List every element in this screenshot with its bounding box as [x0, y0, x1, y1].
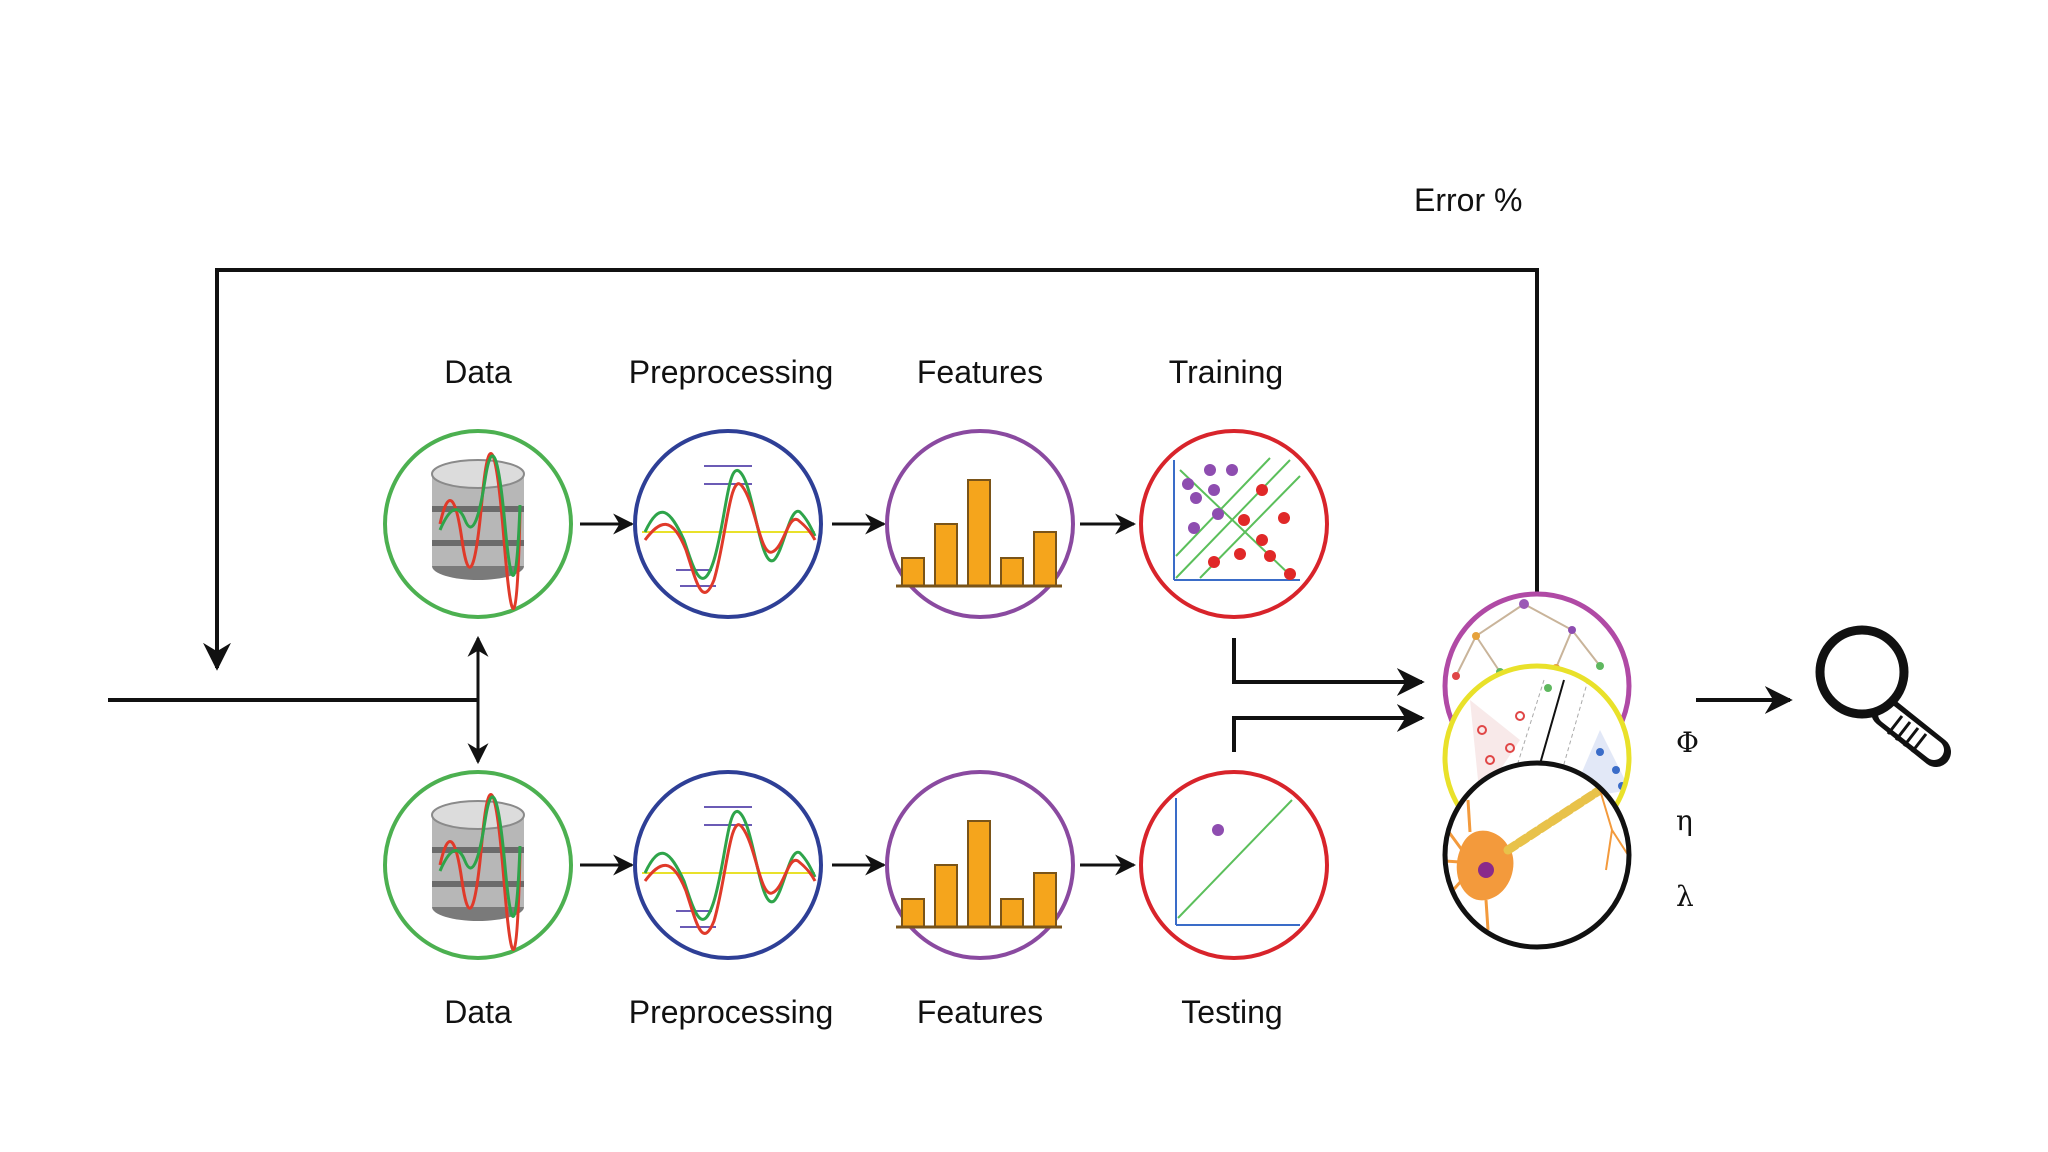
- error-label: Error %: [1414, 182, 1523, 218]
- bottom-label-testing: Testing: [1181, 994, 1283, 1030]
- feedback-loop-line: [203, 268, 1539, 671]
- scatter-plot-icon: [1139, 429, 1329, 619]
- magnifier-icon: [1815, 625, 1951, 767]
- bar-chart-icon: [885, 770, 1075, 960]
- top-label-training: Training: [1168, 354, 1284, 390]
- scatter-plot-icon: [1139, 770, 1329, 960]
- neuron-icon: [1442, 760, 1632, 950]
- top-label-features: Features: [916, 354, 1044, 390]
- bottom-label-data: Data: [444, 994, 512, 1030]
- top-label-data: Data: [444, 354, 512, 390]
- parameter-lambda: λ: [1676, 880, 1694, 913]
- training-to-model-arrow: [1232, 638, 1425, 696]
- top-label-preprocessing: Preprocessing: [628, 354, 834, 390]
- bottom-label-preprocessing: Preprocessing: [628, 994, 834, 1030]
- database-icon: [383, 770, 573, 960]
- testing-to-model-arrow: [1232, 704, 1425, 752]
- signal-wave-icon: [633, 429, 823, 619]
- bottom-label-features: Features: [916, 994, 1044, 1030]
- database-icon: [383, 429, 573, 619]
- parameter-eta: η: [1676, 804, 1693, 837]
- parameter-phi: Φ: [1676, 726, 1699, 759]
- bar-chart-icon: [885, 429, 1075, 619]
- signal-wave-icon: [633, 770, 823, 960]
